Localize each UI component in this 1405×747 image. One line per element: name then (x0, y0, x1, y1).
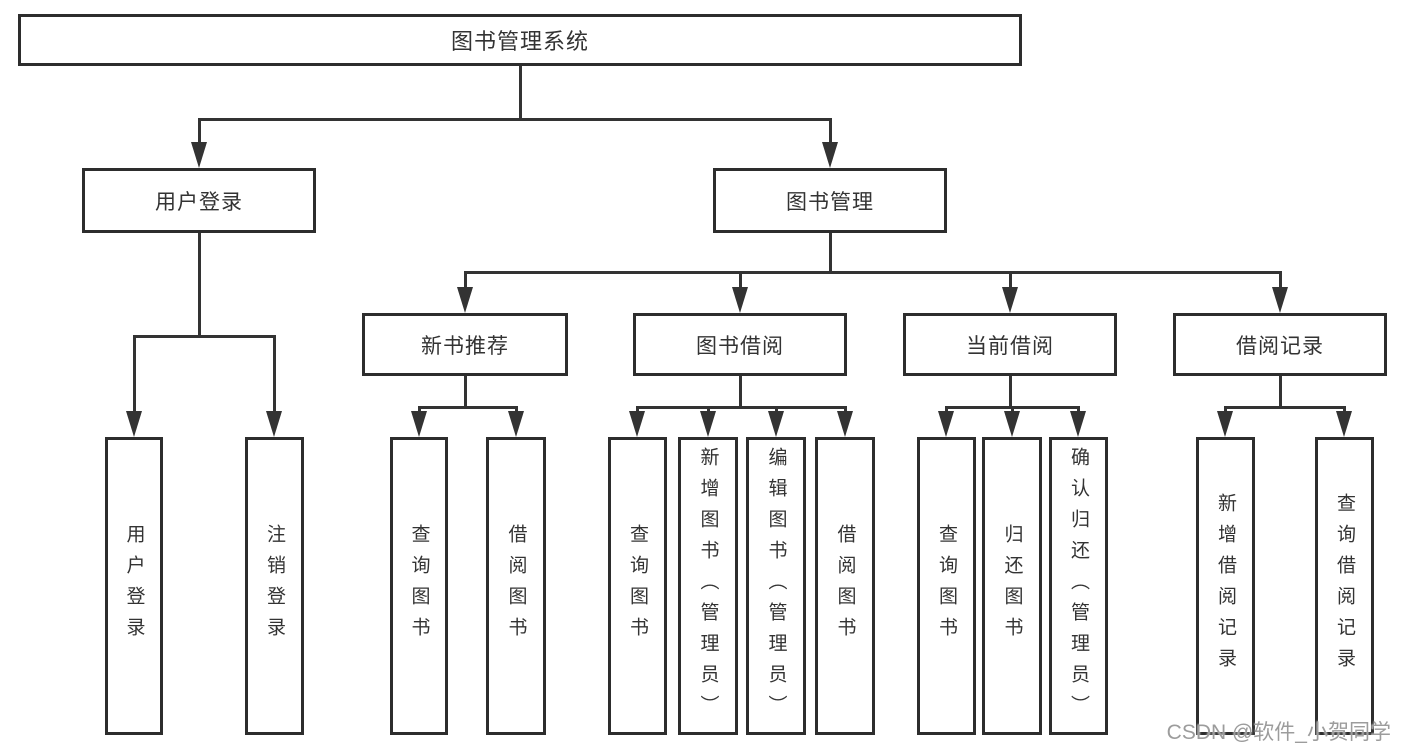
leaf-query-borrow-record: 查询借阅记录 (1315, 437, 1374, 735)
leaf-borrow-books-recommend: 借阅图书 (486, 437, 546, 735)
leaf-query-books-borrowing: 查询图书 (608, 437, 667, 735)
leaf-label: 用户登录 (123, 524, 145, 648)
arrow-down-icon (822, 142, 838, 168)
connector-line (635, 406, 639, 412)
node-label: 当前借阅 (966, 334, 1054, 358)
leaf-label: 确认归还（管理员） (1068, 446, 1089, 726)
connector-line (197, 118, 832, 121)
leaf-label: 借阅图书 (505, 524, 527, 648)
connector-line (463, 376, 467, 408)
arrow-down-icon (1002, 287, 1018, 313)
connector-line (738, 271, 742, 287)
leaf-return-books: 归还图书 (982, 437, 1042, 735)
connector-line (774, 406, 778, 412)
leaf-label: 查询借阅记录 (1334, 493, 1355, 679)
node-label: 借阅记录 (1236, 334, 1324, 358)
node-library-management-system: 图书管理系统 (18, 14, 1022, 66)
connector-line (828, 233, 832, 273)
node-current-borrowing: 当前借阅 (903, 313, 1117, 376)
connector-line (1008, 271, 1012, 287)
connector-line (1223, 406, 1227, 412)
arrow-down-icon (126, 411, 142, 437)
node-book-management: 图书管理 (713, 168, 947, 233)
node-label: 图书借阅 (696, 334, 784, 358)
node-book-borrowing: 图书借阅 (633, 313, 847, 376)
arrow-down-icon (457, 287, 473, 313)
arrow-down-icon (629, 411, 645, 437)
arrow-down-icon (266, 411, 282, 437)
arrow-down-icon (938, 411, 954, 437)
node-borrowing-records: 借阅记录 (1173, 313, 1387, 376)
arrow-down-icon (1004, 411, 1020, 437)
arrow-down-icon (700, 411, 716, 437)
leaf-add-borrow-record: 新增借阅记录 (1196, 437, 1255, 735)
arrow-down-icon (508, 411, 524, 437)
connector-line (518, 66, 522, 118)
connector-line (132, 335, 276, 338)
connector-line (463, 271, 467, 287)
arrow-down-icon (1272, 287, 1288, 313)
node-label: 图书管理系统 (450, 29, 589, 54)
connector-line (706, 406, 710, 412)
leaf-label: 查询图书 (627, 524, 648, 648)
leaf-query-books-current: 查询图书 (917, 437, 976, 735)
connector-line (828, 118, 832, 142)
leaf-label: 新增图书（管理员） (697, 446, 719, 726)
connector-line (514, 406, 518, 412)
node-label: 图书管理 (786, 190, 874, 214)
connector-line (1008, 376, 1012, 408)
leaf-query-books-recommend: 查询图书 (390, 437, 448, 735)
arrow-down-icon (1336, 411, 1352, 437)
arrow-down-icon (191, 142, 207, 168)
connector-line (1278, 376, 1282, 408)
leaf-logout: 注销登录 (245, 437, 304, 735)
leaf-label: 借阅图书 (834, 524, 856, 648)
node-label: 新书推荐 (421, 334, 509, 358)
connector-line (417, 406, 421, 412)
arrow-down-icon (411, 411, 427, 437)
connector-line (1010, 406, 1014, 412)
leaf-label: 新增借阅记录 (1215, 493, 1236, 679)
leaf-borrow-books: 借阅图书 (815, 437, 875, 735)
node-new-book-recommendation: 新书推荐 (362, 313, 568, 376)
leaf-user-login: 用户登录 (105, 437, 163, 735)
leaf-label: 编辑图书（管理员） (765, 446, 787, 726)
node-label: 用户登录 (155, 190, 243, 214)
leaf-add-books-admin: 新增图书（管理员） (678, 437, 738, 735)
arrow-down-icon (837, 411, 853, 437)
arrow-down-icon (1217, 411, 1233, 437)
connector-line (272, 335, 276, 411)
leaf-label: 归还图书 (1001, 524, 1023, 648)
connector-line (1076, 406, 1080, 412)
node-user-login: 用户登录 (82, 168, 316, 233)
leaf-label: 查询图书 (936, 524, 957, 648)
connector-line (197, 233, 201, 335)
connector-line (417, 406, 518, 409)
arrow-down-icon (732, 287, 748, 313)
arrow-down-icon (768, 411, 784, 437)
connector-line (132, 335, 136, 411)
watermark: CSDN @软件_小贺同学 (1166, 721, 1391, 744)
connector-line (738, 376, 742, 408)
leaf-confirm-return-admin: 确认归还（管理员） (1049, 437, 1108, 735)
leaf-edit-books-admin: 编辑图书（管理员） (746, 437, 806, 735)
connector-line (944, 406, 948, 412)
connector-line (1278, 271, 1282, 287)
leaf-label: 注销登录 (264, 524, 285, 648)
connector-line (1223, 406, 1346, 409)
connector-line (635, 406, 847, 409)
connector-line (197, 118, 201, 142)
connector-line (463, 271, 1282, 274)
arrow-down-icon (1070, 411, 1086, 437)
connector-line (1342, 406, 1346, 412)
leaf-label: 查询图书 (408, 524, 430, 648)
connector-line (843, 406, 847, 412)
